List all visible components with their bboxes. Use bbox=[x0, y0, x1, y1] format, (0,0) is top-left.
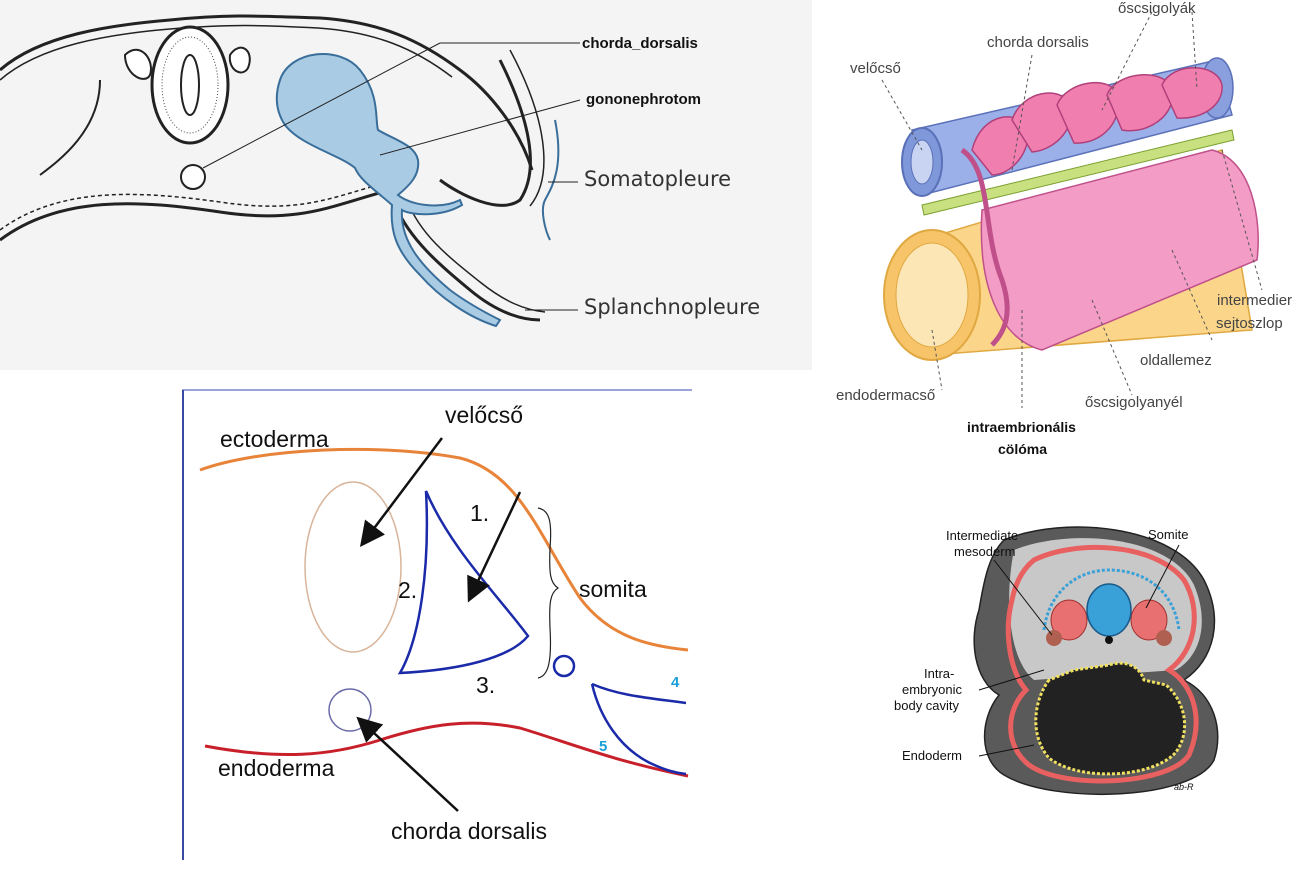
label-oscsigolyak: ősc­sigolyák bbox=[1118, 0, 1196, 17]
label-mesoderm: mesoderm bbox=[954, 544, 1016, 559]
label-embryonic: embryonic bbox=[902, 682, 962, 697]
cross-section-sketch-drawing bbox=[0, 14, 581, 328]
panel-3d-embryo-illustration: ősc­sigolyák chorda dorsalis velőcső int… bbox=[812, 0, 1316, 470]
label-body-cavity: body cavity bbox=[894, 698, 960, 713]
label-endoderm: Endoderm bbox=[902, 748, 962, 763]
embryo-fold-drawing bbox=[973, 526, 1219, 796]
label-oscsigolyanyel: őscsigolyanyél bbox=[1085, 394, 1183, 411]
label-velocso: velőcső bbox=[445, 402, 523, 428]
label-intra: Intra- bbox=[924, 666, 955, 681]
label-somita: somita bbox=[579, 576, 647, 602]
label-sejtoszlop: sejtoszlop bbox=[1216, 315, 1283, 332]
label-number-3: 3. bbox=[476, 672, 496, 698]
panel-cross-section-sketch: chorda_dorsalis gononephrotom Somatopleu… bbox=[0, 0, 812, 370]
label-oldallemez: oldallemez bbox=[1140, 352, 1212, 369]
label-velocso-3d: velőcső bbox=[850, 60, 901, 77]
label-number-2: 2. bbox=[398, 577, 418, 603]
label-chorda-dorsalis-3d: chorda dorsalis bbox=[987, 34, 1089, 51]
3d-embryo-drawing bbox=[881, 11, 1263, 408]
label-coeloma-line1: intraembrionális bbox=[967, 419, 1076, 435]
label-somatopleure: Somatopleure bbox=[584, 167, 732, 191]
label-chorda-dorsalis: chorda_dorsalis bbox=[582, 35, 698, 52]
label-splanchnopleure: Splanchnopleure bbox=[584, 295, 761, 319]
panel-embryo-fold-illustration: Intermediate mesoderm Somite Intra- embr… bbox=[884, 520, 1312, 804]
label-number-1: 1. bbox=[470, 500, 490, 526]
label-coeloma-line2: cölóma bbox=[998, 441, 1048, 457]
label-intermedier: intermedier bbox=[1217, 292, 1293, 309]
label-ectoderma: ectoderma bbox=[220, 426, 329, 452]
label-intermediate: Intermediate bbox=[946, 528, 1019, 543]
label-chorda-dorsalis-schematic: chorda dorsalis bbox=[391, 818, 547, 844]
artist-signature: ab-R bbox=[1174, 782, 1194, 792]
label-number-5: 5 bbox=[599, 738, 608, 755]
label-endodermacso: endodermacső bbox=[836, 387, 936, 404]
panel-schematic-diagram: ectoderma velőcső 1. 2. 3. somita 4 5 en… bbox=[180, 388, 696, 868]
label-endoderma: endoderma bbox=[218, 755, 335, 781]
schematic-drawing bbox=[182, 389, 692, 860]
label-number-4: 4 bbox=[671, 674, 680, 691]
label-somite: Somite bbox=[1148, 527, 1189, 542]
label-gononephrotom: gononephrotom bbox=[586, 91, 701, 108]
